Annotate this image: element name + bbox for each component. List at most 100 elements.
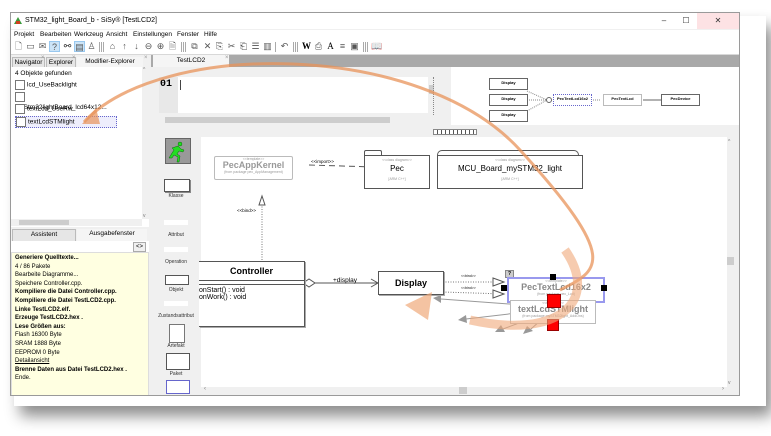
code-editor[interactable]: 01 [159,77,435,113]
output-line: Generiere Quelltexte... [15,255,79,261]
editor-hscrollbar[interactable] [159,116,431,123]
up-icon[interactable]: ↑ [122,41,127,51]
tab-testlcd2[interactable]: TestLCD2 [153,55,229,67]
output-line[interactable]: Detailansicht [15,358,50,365]
package-mcu-board[interactable]: <<class diagram>> MCU_Board_mySTM32_ligh… [437,155,583,189]
book-icon[interactable]: 📖 [371,41,383,51]
checkbox[interactable] [15,104,25,114]
package-pec[interactable]: <<class diagram>> Pec [ARM C++] [364,155,430,189]
operation: onStart() : void [199,287,245,294]
run-icon[interactable] [165,138,191,164]
explorer-hscrollbar[interactable] [11,219,142,226]
menu-projekt[interactable]: Projekt [14,31,35,38]
object-tool-icon[interactable] [165,275,189,285]
print-icon[interactable]: ⎙ [314,41,323,51]
operation-tool-icon[interactable] [164,247,188,252]
menu-bearbeiten[interactable]: Bearbeiten [40,31,72,38]
open-folder-icon[interactable]: ▭ [26,41,35,51]
copy-icon[interactable]: ⎘ [215,41,224,51]
menu-einstellungen[interactable]: Einstellungen [133,31,173,38]
toolbar: 🗋 ▭ ✉ ? ⚯ ▤ ♙ ⌂ ↑ ↓ ⊖ ⊕ 🗎 ⧉ ✕ ⎘ ✂ ⎗ ☰ ▥ … [11,40,739,55]
page-icon[interactable]: ▣ [350,41,359,51]
app-window: STM32_light_Board_b - SiSy® [TestLCD2] –… [10,12,740,396]
output-line: Ende. [15,375,31,382]
list-item[interactable]: myStm32lightBoard_lcd64x12... [15,92,115,111]
down-icon[interactable]: ↓ [134,41,139,51]
mail-icon[interactable]: ✉ [38,41,47,51]
connection-handle[interactable] [547,319,559,331]
delete-icon[interactable]: ✕ [203,41,212,51]
table-icon[interactable]: ▥ [263,41,272,51]
expand-toggle-icon[interactable]: <> [133,242,146,252]
tab-navigator[interactable]: Navigator [12,57,45,67]
checkbox[interactable] [15,80,25,90]
zoom-out-icon[interactable]: ⊖ [144,41,153,51]
class-tool-icon[interactable] [164,179,190,192]
list-icon[interactable]: ☰ [251,41,260,51]
diagram-hscrollbar[interactable]: ‹ › [201,386,727,394]
tab-ausgabefenster[interactable]: Ausgabefenster [77,229,147,241]
panel-icon[interactable]: ▤ [74,41,85,52]
binoculars-icon[interactable]: ⚯ [63,41,72,51]
resize-handle[interactable] [501,285,507,291]
minimize-button[interactable]: – [661,16,667,25]
close-tab-icon[interactable]: × [72,55,76,61]
explorer-vscrollbar[interactable]: ^ v [142,67,149,219]
close-tab-icon[interactable]: × [41,55,45,61]
align-icon[interactable]: ≡ [339,41,346,51]
resize-handle[interactable] [550,274,556,280]
class-pecappkernel[interactable]: <<template>> PecAppKernel (from package … [214,156,293,180]
undo-icon[interactable]: ↶ [280,41,289,51]
checkbox[interactable] [15,92,25,102]
new-icon[interactable]: ⧉ [191,41,198,51]
cut-icon[interactable]: ✂ [227,41,236,51]
overview-display-box: Display [489,94,528,106]
bind-label: <<bind>> [461,274,476,278]
tab-explorer[interactable]: Explorer [46,57,76,67]
user-icon[interactable]: ♙ [87,41,96,51]
properties-icon[interactable]: 🗎 [168,41,177,51]
resize-handle[interactable] [601,285,607,291]
class-controller[interactable]: Controller onStart() : void onWork() : v… [199,261,305,327]
paste-icon[interactable]: ⎗ [239,41,248,51]
font-icon[interactable]: A [327,41,334,51]
menu-hilfe[interactable]: Hilfe [204,31,218,38]
libstore-tool-icon[interactable] [166,380,190,394]
diagram-vscrollbar[interactable]: ^ v [727,137,734,387]
artifact-tool-icon[interactable] [169,324,185,343]
attribute-tool-icon[interactable] [164,220,188,225]
found-count: 4 Objekte gefunden [15,70,72,77]
diagram-canvas[interactable]: <<template>> PecAppKernel (from package … [199,137,727,387]
diagram-overview[interactable]: Display Display Display PecTextLcd16x2 P… [451,67,739,125]
home-icon[interactable]: ⌂ [109,41,116,51]
app-logo-icon [14,17,22,24]
menu-werkzeug[interactable]: Werkzeug [74,31,104,38]
bold-icon[interactable]: W [302,41,311,51]
role-label: +display [333,277,358,284]
state-attribute-tool-icon[interactable] [164,301,188,306]
list-item-selected[interactable]: textLcdSTMlight [15,116,117,128]
menu-fenster[interactable]: Fenster [177,31,200,38]
close-button[interactable]: ✕ [697,13,739,29]
new-file-icon[interactable]: 🗋 [14,41,23,51]
output-tabs: Assistent Ausgabefenster [11,229,149,241]
menu-ansicht[interactable]: Ansicht [106,31,128,38]
splitter[interactable] [433,77,437,115]
checkbox[interactable] [16,117,26,127]
document-tab-bar: TestLCD2 × [151,55,739,67]
maximize-button[interactable]: ☐ [682,16,690,25]
list-item[interactable]: textLcd_UseRw [15,104,115,114]
zoom-in-icon[interactable]: ⊕ [156,41,165,51]
tab-assistent[interactable]: Assistent [12,229,76,241]
output-vscrollbar[interactable] [141,253,148,395]
close-tab-icon[interactable]: × [225,55,229,61]
connection-handle[interactable] [547,294,561,308]
package-tool-icon[interactable] [166,353,190,370]
list-item[interactable]: lcd_UseBacklight [15,80,115,90]
bind-label: <<bind>> [237,208,257,213]
close-tab-icon[interactable]: × [144,55,148,61]
class-display[interactable]: Display [378,271,444,295]
ruler-handle[interactable] [433,129,477,135]
help-icon[interactable]: ? [49,41,60,52]
tab-modifier-explorer[interactable]: Modifier-Explorer [77,57,143,67]
